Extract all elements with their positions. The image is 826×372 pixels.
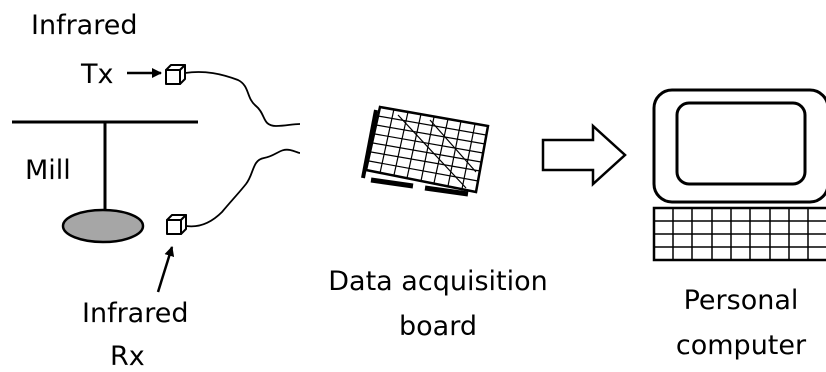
pc-label-line1: Personal [683, 285, 799, 316]
mill-label: Mill [25, 155, 71, 186]
pc-label-line2: computer [675, 330, 807, 361]
daq-label-line2: board [399, 311, 477, 342]
rx-cable [185, 148, 301, 228]
monitor-screen [675, 101, 807, 186]
personal-computer-icon [652, 88, 826, 262]
infrared-tx-label-line2: Tx [81, 59, 114, 90]
mill [12, 120, 198, 244]
infrared-tx-sensor [127, 64, 301, 127]
mill-cutter [61, 208, 145, 244]
daq-label-line1: Data acquisition [328, 266, 548, 297]
daq-board-icon [361, 105, 490, 197]
infrared-rx-label-line1: Infrared [82, 298, 189, 329]
tx-cube-icon [165, 64, 186, 85]
infrared-rx-label-line2: Rx [110, 341, 145, 372]
infrared-tx-label-line1: Infrared [31, 10, 138, 41]
rx-arrow [156, 246, 175, 293]
rx-cube-icon [166, 214, 187, 235]
infrared-rx-sensor [156, 148, 301, 293]
block-arrow-icon [541, 123, 627, 187]
tx-cable [184, 71, 301, 127]
keyboard-icon [652, 206, 826, 262]
